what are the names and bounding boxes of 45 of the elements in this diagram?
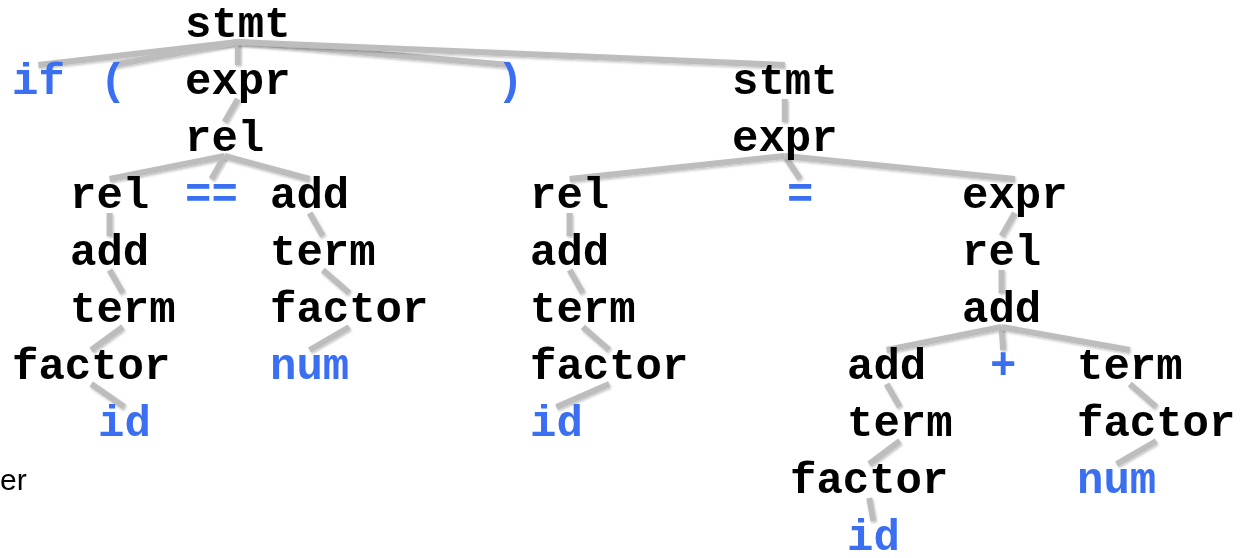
tree-edge [998,270,1005,293]
tree-edge [580,324,612,353]
tree-edge [1127,381,1159,410]
nonterminal-symbol: term [530,293,636,327]
tree-edge [998,326,1007,351]
tree-edge [89,324,125,353]
tree-edge [866,497,877,522]
terminal-symbol: == [185,179,238,213]
tree-edge [234,42,241,65]
tree-edge [999,211,1018,238]
tree-edge [569,153,786,182]
terminal-symbol: num [1077,464,1157,498]
tree-edge [1001,324,1131,353]
tree-edge [566,213,573,236]
tree-edge [208,154,228,181]
tree-edge [308,324,351,353]
tree-edge [782,154,803,181]
nonterminal-symbol: term [1077,350,1183,384]
tree-edge [107,268,126,295]
tree-edge [1115,438,1158,467]
tree-edge [307,211,326,238]
terminal-symbol: + [990,350,1017,384]
tree-edge [223,153,311,182]
tree-edge [38,39,239,68]
tree-edge [867,438,902,467]
tree-edge [781,99,788,122]
nonterminal-symbol: term [270,236,376,270]
tree-edge [89,381,127,410]
tree-edge [106,213,113,236]
nonterminal-symbol: term [847,407,953,441]
tree-edge [555,381,611,410]
tree-edge [567,268,586,295]
terminal-symbol: num [270,350,350,384]
tree-edge [886,324,1003,353]
terminal-symbol: = [787,179,814,213]
nonterminal-symbol: stmt [732,65,838,99]
tree-edge [784,153,1016,182]
partial-text: er [0,463,27,497]
tree-edge [237,39,785,68]
tree-edge [222,97,241,124]
tree-edge [109,153,226,182]
tree-edge [320,267,352,296]
nonterminal-symbol: term [70,293,176,327]
tree-edge [884,382,903,409]
nonterminal-symbol: stmt [185,8,291,42]
